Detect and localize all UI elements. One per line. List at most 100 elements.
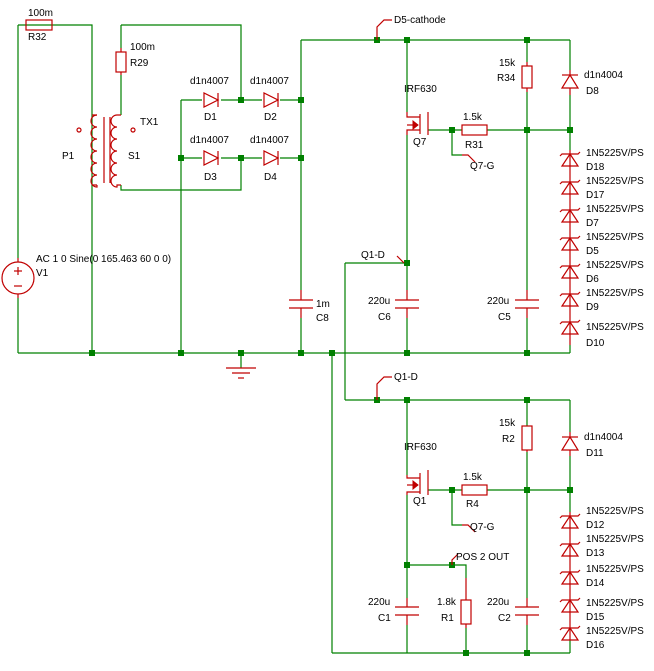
zener-stack-bottom[interactable]: [559, 512, 581, 641]
tx1-transformer[interactable]: [76, 114, 136, 188]
c2-ref: C2: [498, 613, 511, 624]
c2-value: 220u: [487, 597, 509, 608]
v1-source[interactable]: [1, 258, 35, 298]
c8-value: 1m: [316, 299, 330, 310]
r31-resistor[interactable]: [461, 124, 488, 136]
c6-value: 220u: [368, 296, 390, 307]
v1-ref: V1: [36, 268, 49, 279]
q1-d-flag: [396, 255, 405, 264]
c5-ref: C5: [498, 312, 511, 323]
d13-value: 1N5225V/PS: [586, 534, 644, 545]
d12-ref: D12: [586, 520, 605, 531]
q7-g-label-lower: Q7-G: [470, 522, 495, 533]
d10-value: 1N5225V/PS: [586, 322, 644, 333]
r1-resistor[interactable]: [460, 578, 472, 628]
d5-ref: D5: [586, 246, 599, 257]
d14-zener: [559, 569, 581, 585]
r4-resistor[interactable]: [461, 484, 488, 496]
d2-diode[interactable]: [263, 92, 280, 108]
r31-ref: R31: [465, 140, 484, 151]
d9-zener: [559, 291, 581, 307]
q7-g-flag-lower: [462, 524, 476, 533]
d5-cathode-label: D5-cathode: [394, 15, 446, 26]
d1-ref: D1: [204, 112, 217, 123]
r29-resistor[interactable]: [115, 48, 127, 75]
q1-d-label-lower: Q1-D: [394, 372, 418, 383]
d12-zener: [559, 513, 581, 529]
q1-ref: Q1: [413, 496, 427, 507]
d14-ref: D14: [586, 578, 605, 589]
r34-value: 15k: [499, 58, 516, 69]
d2-ref: D2: [264, 112, 277, 123]
d14-value: 1N5225V/PS: [586, 564, 644, 575]
d10-ref: D10: [586, 338, 605, 349]
d18-value: 1N5225V/PS: [586, 148, 644, 159]
r2-value: 15k: [499, 418, 516, 429]
tx1-ref: TX1: [140, 117, 159, 128]
d3-ref: D3: [204, 172, 217, 183]
d8-ref: D8: [586, 86, 599, 97]
r4-ref: R4: [466, 499, 479, 510]
r32-resistor[interactable]: [25, 19, 53, 31]
d1-diode[interactable]: [203, 92, 220, 108]
d4-ref: D4: [264, 172, 277, 183]
d3-value: d1n4007: [190, 135, 229, 146]
c5-capacitor[interactable]: [515, 290, 539, 318]
d5-zener: [559, 235, 581, 251]
d16-value: 1N5225V/PS: [586, 626, 644, 637]
d3-diode[interactable]: [203, 150, 220, 166]
r34-ref: R34: [497, 73, 516, 84]
r32-ref: R32: [28, 32, 47, 43]
d11-diode[interactable]: [560, 432, 580, 456]
r31-value: 1.5k: [463, 112, 483, 123]
c5-value: 220u: [487, 296, 509, 307]
c1-capacitor[interactable]: [395, 598, 419, 625]
d6-zener: [559, 263, 581, 279]
d17-ref: D17: [586, 190, 605, 201]
d5-cathode-flag: [376, 19, 392, 40]
d15-ref: D15: [586, 612, 605, 623]
r29-ref: R29: [130, 58, 149, 69]
d9-value: 1N5225V/PS: [586, 288, 644, 299]
d16-ref: D16: [586, 640, 605, 651]
r34-resistor[interactable]: [521, 62, 533, 92]
q1-mosfet[interactable]: [406, 470, 429, 495]
c6-capacitor[interactable]: [395, 290, 419, 318]
r2-resistor[interactable]: [521, 425, 533, 452]
q7-mosfet[interactable]: [406, 112, 429, 135]
s1-ref: S1: [128, 151, 141, 162]
pos2-out-flag: [451, 553, 459, 565]
q1-d-flag-lower: [376, 376, 392, 400]
d18-zener: [559, 151, 581, 167]
irf630-bottom: IRF630: [404, 442, 437, 453]
q7-ref: Q7: [413, 137, 427, 148]
c6-ref: C6: [378, 312, 391, 323]
d9-ref: D9: [586, 302, 599, 313]
d15-zener: [559, 597, 581, 613]
p1-ref: P1: [62, 151, 75, 162]
d18-ref: D18: [586, 162, 605, 173]
c1-value: 220u: [368, 597, 390, 608]
d7-zener: [559, 207, 581, 223]
r1-ref: R1: [441, 613, 454, 624]
ground-symbol: [226, 367, 256, 379]
c8-capacitor[interactable]: [289, 290, 313, 318]
d4-diode[interactable]: [263, 150, 280, 166]
c2-capacitor[interactable]: [515, 598, 539, 625]
r1-value: 1.8k: [437, 597, 457, 608]
d17-value: 1N5225V/PS: [586, 176, 644, 187]
d8-diode[interactable]: [560, 70, 580, 95]
irf630-top: IRF630: [404, 84, 437, 95]
r2-ref: R2: [502, 434, 515, 445]
pos2-out-label: POS 2 OUT: [456, 552, 509, 563]
d6-ref: D6: [586, 274, 599, 285]
d15-value: 1N5225V/PS: [586, 598, 644, 609]
zener-stack-top[interactable]: [559, 150, 581, 345]
d7-ref: D7: [586, 218, 599, 229]
d16-zener: [559, 625, 581, 641]
r29-value: 100m: [130, 42, 155, 53]
r4-value: 1.5k: [463, 472, 483, 483]
d2-value: d1n4007: [250, 76, 289, 87]
d6-value: 1N5225V/PS: [586, 260, 644, 271]
